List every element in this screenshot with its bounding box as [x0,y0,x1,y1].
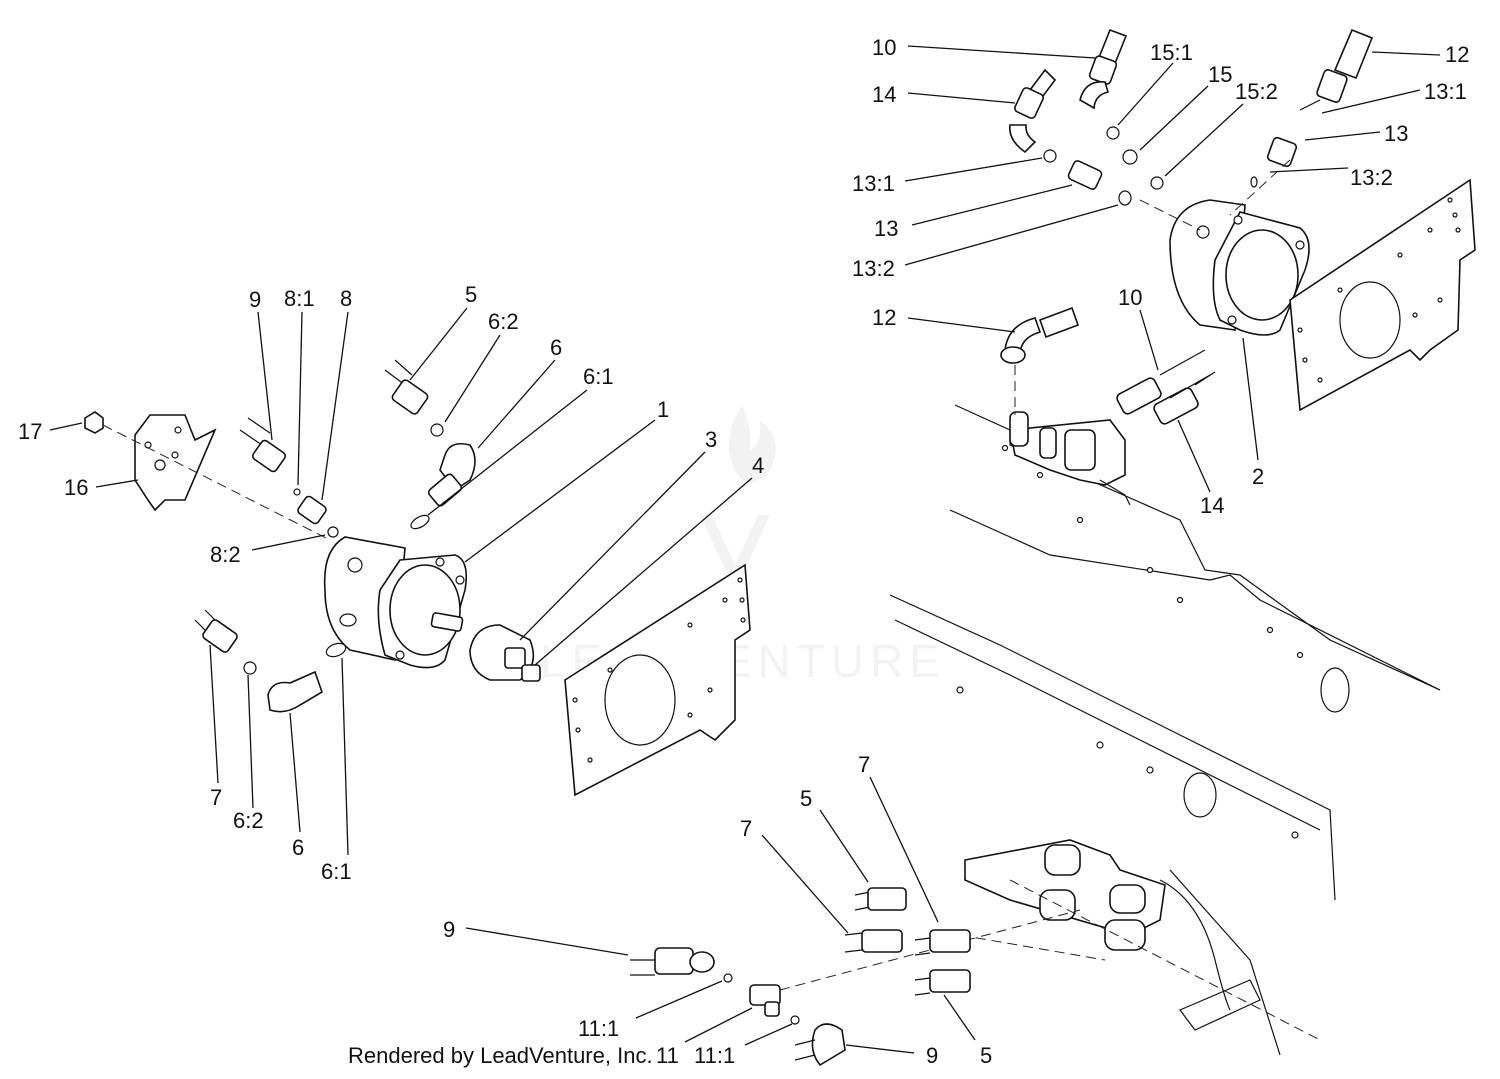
label-6-2-bottom: 6:2 [233,808,264,833]
label-15-2: 15:2 [1235,79,1278,104]
label-1: 1 [657,397,669,422]
left-hoses-fittings [194,359,476,713]
right-hoses-fittings [1000,28,1374,425]
right-pump [1169,199,1310,336]
label-10-top: 10 [872,35,896,60]
label-6-1-top: 6:1 [583,364,614,389]
label-6-top: 6 [550,335,562,360]
valve-block [1009,411,1131,506]
label-6-2-top: 6:2 [488,309,519,334]
label-7-left: 7 [210,785,222,810]
label-11: 11 [656,1043,679,1068]
label-14-top: 14 [872,82,896,107]
label-6-1-bottom: 6:1 [321,859,352,884]
label-8-1: 8:1 [284,286,315,311]
label-15: 15 [1208,62,1232,87]
label-6-bottom: 6 [292,835,304,860]
label-11-1-right: 11:1 [694,1043,735,1068]
bracket-16 [84,411,217,512]
axis-line-left [102,424,331,541]
label-17: 17 [18,419,42,444]
label-16: 16 [64,475,88,500]
label-8: 8 [340,286,352,311]
coupler [469,624,541,682]
label-13-2-right: 13:2 [1350,165,1393,190]
leader-lines [49,45,1441,1054]
label-10-mid: 10 [1118,285,1142,310]
credit-text: Rendered by LeadVenture, Inc. [348,1043,653,1068]
label-8-2: 8:2 [210,542,241,567]
label-4: 4 [752,453,764,478]
left-pump [323,536,468,669]
label-13-1-left: 13:1 [852,171,895,196]
label-7-bottom-left: 7 [740,816,752,841]
left-mounting-plate [564,563,751,797]
label-13-2-left: 13:2 [852,256,895,281]
label-2: 2 [1252,464,1264,489]
bottom-valve-assembly [630,839,1321,1067]
label-5-bottom-right: 5 [980,1043,992,1068]
callout-labels: 10 14 15:1 15 15:2 12 13:1 13 13:2 13:1 … [18,35,1469,1068]
label-13-left: 13 [874,216,898,241]
watermark-logo: LEADVENTURE [540,405,940,687]
label-11-1-left: 11:1 [578,1016,619,1041]
label-13-right: 13 [1384,121,1408,146]
label-9-bottom-right: 9 [926,1043,938,1068]
label-9-left: 9 [249,287,261,312]
frame-rails [889,404,1441,901]
label-3: 3 [705,427,717,452]
label-15-1: 15:1 [1150,40,1193,65]
label-12-mid: 12 [872,305,896,330]
label-5-left: 5 [465,282,477,307]
label-12-top: 12 [1445,42,1469,67]
label-13-1-right: 13:1 [1424,79,1467,104]
label-5-bottom-top: 5 [800,786,812,811]
label-14-mid: 14 [1200,493,1224,518]
right-mounting-plate [1289,178,1476,412]
label-7-bottom-right: 7 [858,752,870,777]
label-9-bottom-left: 9 [443,917,455,942]
